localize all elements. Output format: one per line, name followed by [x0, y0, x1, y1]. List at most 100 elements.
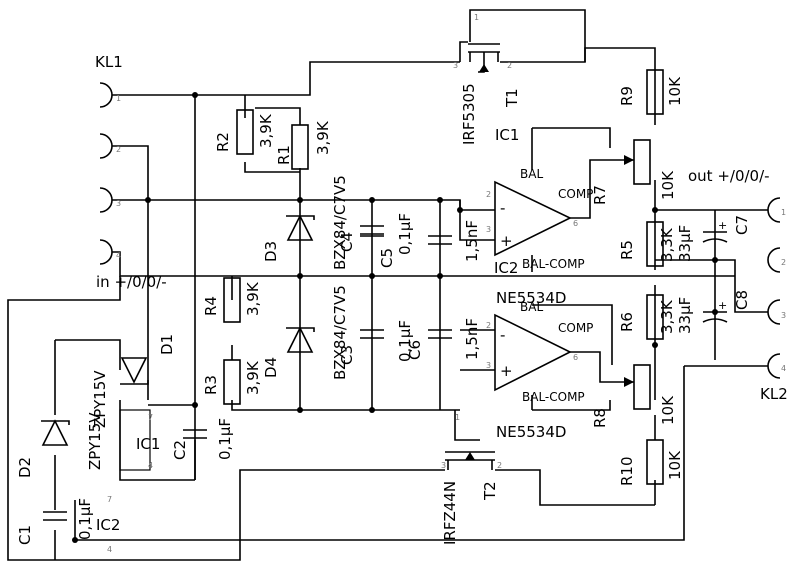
svg-text:3: 3: [441, 461, 446, 470]
svg-text:3: 3: [116, 199, 121, 208]
t2-value: IRFZ44N: [441, 481, 459, 545]
t1-name: T1: [503, 88, 521, 108]
c1-name: C1: [16, 525, 34, 545]
svg-text:2: 2: [486, 321, 491, 330]
opamp-bot-plus: +: [500, 362, 513, 380]
svg-text:4: 4: [116, 251, 121, 260]
r10-name: R10: [618, 456, 636, 486]
c4-name: C4: [338, 232, 356, 252]
connector-kl1: KL1 in +/0/0/-: [95, 53, 167, 291]
svg-text:2: 2: [781, 258, 786, 267]
diode-d1: D1 ZPY15V: [91, 334, 176, 428]
svg-text:4: 4: [781, 364, 786, 373]
svg-text:7: 7: [148, 413, 153, 422]
ic1-label: IC1: [495, 126, 519, 144]
svg-text:2: 2: [116, 145, 121, 154]
svg-text:1: 1: [455, 413, 460, 422]
svg-text:2: 2: [486, 190, 491, 199]
svg-text:1: 1: [116, 94, 121, 103]
opamp-bot-bal: BAL: [520, 300, 543, 314]
c6-value-top: 1,5nF: [463, 220, 481, 262]
r5-name: R5: [618, 240, 636, 260]
resistor-r3: R3 3,9K: [202, 359, 262, 405]
svg-text:4: 4: [148, 461, 153, 470]
svg-text:3: 3: [781, 311, 786, 320]
t2-name: T2: [481, 481, 499, 501]
svg-text:2: 2: [507, 61, 512, 70]
opamp-top-comp: COMP: [558, 187, 593, 201]
ic1-block-label: IC1: [136, 435, 160, 453]
opamp-bot-minus: -: [500, 326, 505, 344]
r10-value: 10K: [666, 450, 684, 480]
c8-name: C8: [733, 290, 751, 310]
diode-d2: D2 ZPY15V: [16, 412, 104, 478]
d1-value: ZPY15V: [91, 370, 109, 428]
svg-text:2: 2: [497, 461, 502, 470]
capacitor-c7: + C7 33µF: [676, 215, 751, 262]
opamp-bot-balcomp: BAL-COMP: [522, 390, 585, 404]
opamp-top-minus: -: [500, 199, 505, 217]
c5-value: 0,1µF: [396, 213, 414, 255]
svg-text:3: 3: [486, 361, 491, 370]
c8-plus: +: [718, 299, 727, 312]
svg-text:3: 3: [486, 225, 491, 234]
opamp-top: - + BAL COMP BAL-COMP IC1 IC2 NE5534D: [494, 126, 593, 307]
t1-value: IRF5305: [460, 83, 478, 145]
opamp-bottom: - + BAL COMP BAL-COMP NE5534D: [494, 300, 593, 441]
c3-name: C3: [338, 345, 356, 365]
resistor-r8: R8 10K: [591, 364, 677, 428]
r7-name: R7: [591, 185, 609, 205]
transistor-t1: IRF5305 T1: [460, 43, 521, 145]
r4-value: 3,9K: [244, 281, 262, 316]
r1-name: R1: [275, 145, 293, 165]
resistor-r9: R9 10K: [618, 69, 684, 115]
kl2-pin-1-socket: [767, 197, 781, 223]
ic2-block-label: IC2: [96, 516, 120, 534]
c7-name: C7: [733, 215, 751, 235]
resistor-r7: R7 10K: [591, 139, 677, 205]
c2-name: C2: [171, 440, 189, 460]
pin-numbers: 1 2 3 4 1 3 2 2 3 6 2 3 6 3 1 2 7 4 7 4 …: [107, 13, 786, 554]
svg-text:3: 3: [453, 61, 458, 70]
r7-value: 10K: [659, 170, 677, 200]
c5-name: C5: [378, 248, 396, 268]
in-label: in +/0/0/-: [96, 273, 167, 291]
r4-name: R4: [202, 296, 220, 316]
capacitor-c4: C4: [338, 225, 384, 252]
opamp-top-balcomp: BAL-COMP: [522, 257, 585, 271]
ic2-block: IC2: [96, 516, 120, 534]
d3-value: BZX84/C7V5: [331, 175, 349, 270]
d2-name: D2: [16, 457, 34, 478]
svg-text:6: 6: [573, 353, 578, 362]
r6-name: R6: [618, 312, 636, 332]
d2-value: ZPY15V: [86, 412, 104, 470]
ic2-label: IC2: [494, 259, 518, 277]
resistor-r2: R2 3,9K: [214, 109, 275, 155]
svg-text:6: 6: [573, 219, 578, 228]
ic1-block: IC1 C2 0,1µF: [119, 409, 234, 471]
c6-value-bottom: 1,5nF: [463, 318, 481, 360]
capacitor-c1: C1 0,1µF: [16, 498, 94, 545]
r9-value: 10K: [666, 76, 684, 106]
r9-name: R9: [618, 86, 636, 106]
capacitor-c6: C6 1,5nF 1,5nF: [406, 220, 481, 360]
c1-value: 0,1µF: [76, 498, 94, 540]
d4-value: BZX84/C7V5: [331, 285, 349, 380]
r5-value: 3,3K: [658, 227, 676, 262]
out-label: out +/0/0/-: [688, 167, 770, 185]
kl1-label: KL1: [95, 53, 123, 71]
opamp-top-part: NE5534D: [496, 289, 566, 307]
connector-kl2: KL2 out +/0/0/-: [688, 167, 788, 403]
kl1-pin-3-socket: [99, 187, 113, 213]
resistor-r4: R4 3,9K: [202, 277, 262, 323]
c3-value: 0,1µF: [396, 320, 414, 362]
resistor-r5: R5 3,3K: [618, 221, 676, 267]
svg-text:4: 4: [107, 545, 112, 554]
kl2-label: KL2: [760, 385, 788, 403]
kl1-pin-2-socket: [99, 133, 113, 159]
capacitor-c3: C3 0,1µF: [338, 320, 414, 365]
kl2-pin-2-socket: [767, 247, 781, 273]
opamp-top-plus: +: [500, 232, 513, 250]
transistor-t2: IRFZ44N T2: [441, 410, 499, 545]
